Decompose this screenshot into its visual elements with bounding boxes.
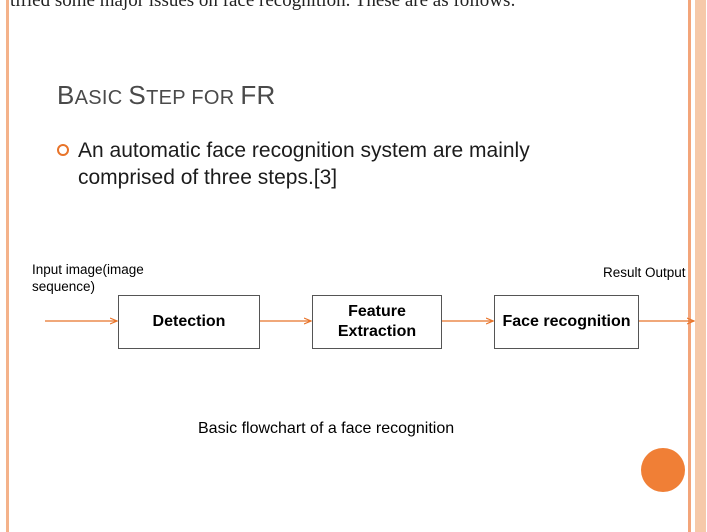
right-border-rule-outer — [695, 0, 706, 532]
circle-bullet-icon — [57, 144, 69, 156]
title-part: FR — [240, 80, 276, 110]
title-part: B — [57, 80, 75, 110]
flowchart-caption: Basic flowchart of a face recognition — [198, 420, 455, 437]
step-box-detection: Detection — [118, 295, 260, 349]
left-border-rule — [6, 0, 9, 532]
step-label: Face recognition — [502, 313, 631, 330]
decorative-circle-icon — [641, 448, 685, 492]
title-part: asic — [74, 87, 129, 109]
slide-title: Basic Step for FR — [57, 80, 276, 111]
output-label: Result Output — [603, 265, 686, 280]
cut-off-text-line: tified some major issues on face recogni… — [10, 0, 516, 11]
bullet-text: An automatic face recognition system are… — [78, 139, 530, 189]
right-border-rule-inner — [688, 0, 691, 532]
step-box-feature-extraction: Feature Extraction — [312, 295, 442, 349]
step-box-face-recognition: Face recognition — [494, 295, 639, 349]
title-part: S — [128, 80, 147, 110]
step-label: Feature Extraction — [337, 303, 417, 340]
step-label: Detection — [152, 313, 226, 330]
input-label: Input image(image sequence) — [32, 262, 144, 294]
title-part: tep for — [146, 87, 241, 109]
